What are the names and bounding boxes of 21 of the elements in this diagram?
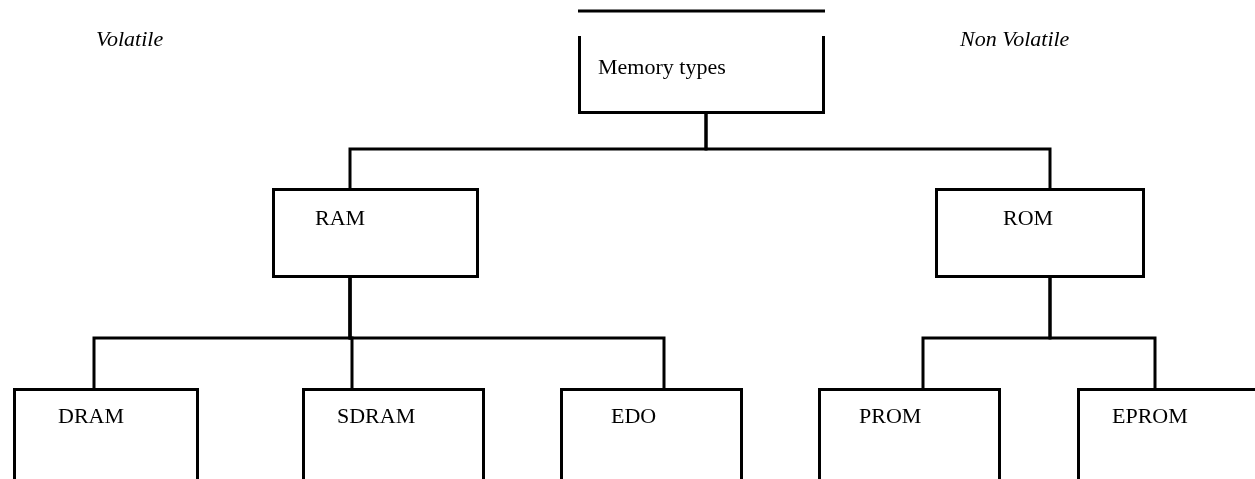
node-label: RAM [315,205,366,231]
box [560,388,743,479]
box [578,36,825,114]
node-label: PROM [859,403,922,429]
node-label: SDRAM [337,403,416,429]
node-label: Memory types [598,54,726,80]
box [818,388,1001,479]
box [935,188,1145,278]
connector-line [1048,278,1157,388]
box [302,388,485,479]
node-label: EPROM [1112,403,1188,429]
node-label: ROM [1003,205,1054,231]
category-label: Volatile [96,26,164,52]
connector-line [704,114,1052,188]
box [272,188,479,278]
box [1077,388,1255,479]
category-label: Non Volatile [960,26,1070,52]
box [13,388,199,479]
node-label: DRAM [58,403,124,429]
connector-line [348,278,666,388]
node-label: EDO [611,403,657,429]
